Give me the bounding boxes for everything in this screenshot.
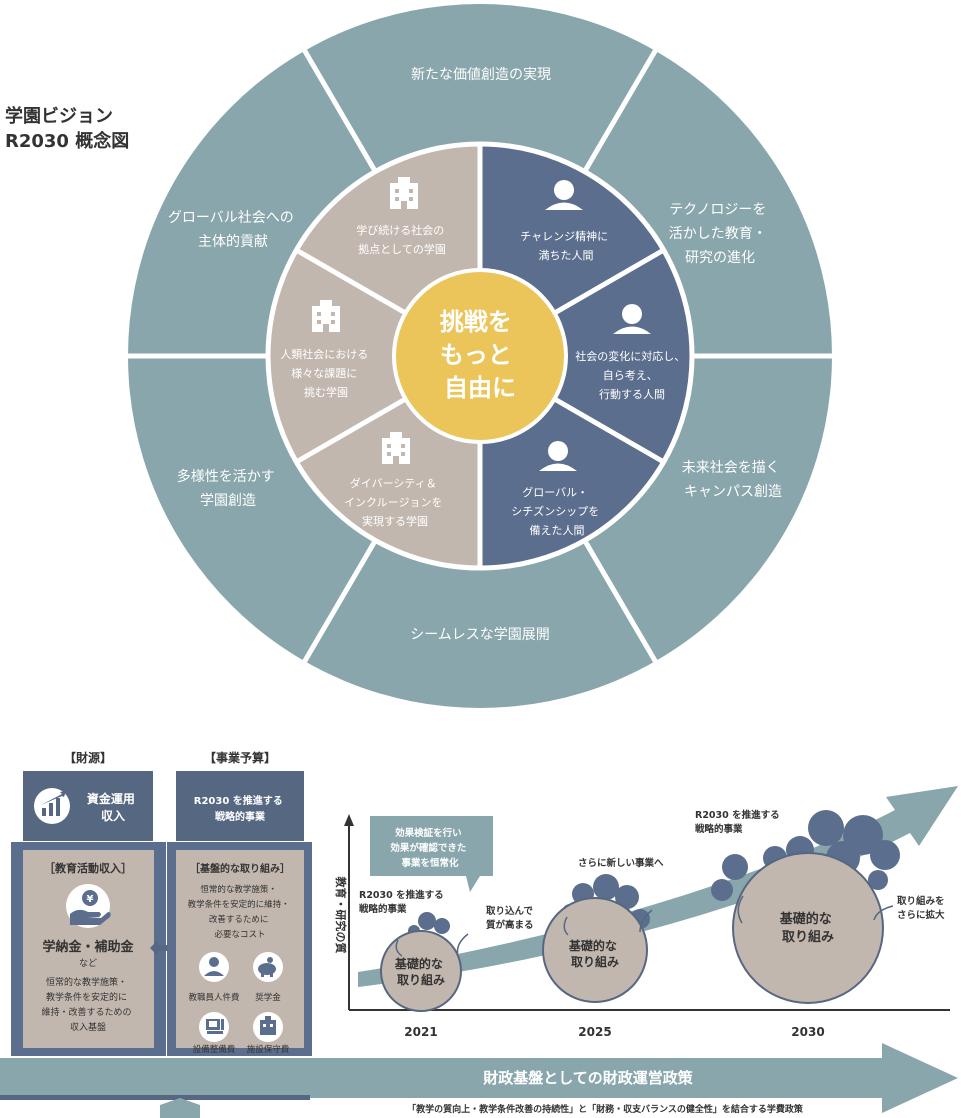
yen-hand-icon: ¥ — [66, 884, 111, 928]
new-business-label: さらに新しい事業へ — [578, 857, 664, 869]
outer-label-upper-left: グローバル社会への 主体的貢献 — [168, 210, 298, 250]
outer-labels: 新たな価値創造の実現 テクノロジーを 活かした教育・ 研究の進化 未来社会を描く… — [168, 67, 784, 643]
finance-main-box — [23, 850, 154, 1048]
inner-label-3: グローバル・ シチズンシップを 備えた人間 — [511, 485, 603, 537]
svg-text:¥: ¥ — [87, 894, 94, 905]
finance-column: 【財源】 資金運用 収入 ［教育活動収入］ ¥ 学納金・補助金 など 恒常的な教… — [11, 750, 166, 1056]
circle-2025 — [542, 897, 648, 1003]
inner-half-navy — [480, 146, 690, 566]
inner-labels: チャレンジ精神に 満ちた人間 社会の変化に対応し、 自ら考え、 行動する人間 グ… — [280, 223, 689, 537]
page-title: 学園ビジョン R2030 概念図 — [5, 105, 129, 152]
piggy-bank-icon — [258, 957, 276, 977]
budget-header: 【事業予算】 — [204, 750, 276, 765]
inner-label-6: 学び続ける社会の 拠点としての学園 — [356, 223, 448, 256]
budget-item-salary: 教職員人件費 — [188, 992, 240, 1003]
policy-arrow-label: 財政基盤としての財政運営政策 — [482, 1069, 694, 1087]
finance-top-label: 資金運用 収入 — [87, 791, 139, 823]
year-2021: 2021 — [404, 1025, 437, 1039]
growth-chart: 教育・研究の質 2021 2025 2030 効果検証を行い 効果が確認できた … — [334, 786, 958, 1039]
outer-label-lower-right: 未来社会を描く キャンパス創造 — [682, 460, 784, 500]
outer-dividers — [126, 39, 834, 673]
building-icon — [312, 300, 340, 332]
absorb-arrows — [395, 895, 894, 957]
person-icon — [545, 180, 583, 210]
year-2030: 2030 — [791, 1025, 824, 1039]
budget-column: 【事業予算】 R2030 を推進する 戦略的事業 ［基盤的な取り組み］ 恒常的な… — [167, 750, 312, 1056]
year-2025: 2025 — [578, 1025, 611, 1039]
y-axis-label: 教育・研究の質 — [334, 876, 348, 954]
circle-2030 — [732, 852, 884, 1004]
footnote: 「教学の質向上・教学条件改善の持続性」と「財務・収支バランスの健全性」を結合する… — [407, 1103, 804, 1115]
budget-top-label: R2030 を推進する 戦略的事業 — [194, 794, 287, 823]
person-icon — [204, 957, 224, 976]
circle-2030-label: 基礎的な 取り組み — [779, 911, 837, 945]
callout-text: 効果検証を行い 効果が確認できた 事業を恒常化 — [390, 827, 469, 869]
circle-2021 — [380, 930, 462, 1012]
budget-item-equipment: 設備整備費 — [193, 1044, 236, 1055]
budget-item-maintenance: 施設保守費 — [247, 1044, 290, 1055]
person-icon — [613, 304, 651, 334]
outer-label-top: 新たな価値創造の実現 — [411, 67, 551, 83]
center-slogan: 挑戦を もっと 自由に — [440, 308, 520, 402]
computer-icon — [206, 1019, 224, 1034]
budget-sub-header: ［基盤的な取り組み］ — [190, 862, 290, 875]
inner-half-beige — [270, 146, 480, 566]
circle-2021-label: 基礎的な 取り組み — [394, 956, 447, 987]
inner-label-4: ダイバーシティ＆ インクルージョンを 実現する学園 — [344, 476, 446, 528]
finance-note: など — [79, 958, 97, 969]
inner-label-1: チャレンジ精神に 満ちた人間 — [520, 229, 611, 262]
expand-label: 取り組みを さらに拡大 — [897, 895, 948, 921]
center-circle — [392, 268, 568, 444]
inner-label-2: 社会の変化に対応し、 自ら考え、 行動する人間 — [575, 349, 689, 401]
inner-label-5: 人類社会における 様々な課題に 挑む学園 — [280, 347, 372, 399]
building-icon — [260, 1016, 276, 1035]
concept-wheel: 挑戦を もっと 自由に — [126, 4, 834, 708]
budget-item-scholarship: 奨学金 — [255, 992, 281, 1003]
outer-label-lower-left: 多様性を活かす 学園創造 — [177, 468, 279, 509]
outer-label-bottom: シームレスな学園展開 — [410, 627, 550, 643]
outer-label-upper-right: テクノロジーを 活かした教育・ 研究の進化 — [669, 202, 771, 266]
finance-main: 学納金・補助金 — [42, 939, 134, 955]
pedestal — [0, 1095, 310, 1118]
label-2030-strategic: R2030 を推進する 戦略的事業 — [695, 809, 783, 835]
building-icon — [390, 177, 418, 209]
label-2021-strategic: R2030 を推進する 戦略的事業 — [359, 889, 447, 915]
finance-header: 【財源】 — [64, 750, 112, 765]
building-icon — [382, 432, 410, 464]
finance-sub-header: ［教育活動収入］ — [44, 861, 132, 875]
absorb-label: 取り込んで 質が高まる — [486, 905, 536, 931]
budget-desc: 恒常的な教学施策・ 教学条件を安定的に維持・ 改善するために 必要なコスト — [188, 884, 293, 940]
callout-box — [370, 816, 493, 892]
budget-main-box — [176, 850, 304, 1048]
person-icon — [539, 441, 577, 471]
budget-top-box — [176, 771, 304, 841]
inner-icons — [312, 177, 651, 471]
circle-2025-label: 基礎的な 取り組み — [568, 938, 621, 969]
finance-desc: 恒常的な教学施策・ 教学条件を安定的に 維持・改善するための 収入基盤 — [42, 976, 135, 1033]
chart-bars — [41, 791, 66, 816]
